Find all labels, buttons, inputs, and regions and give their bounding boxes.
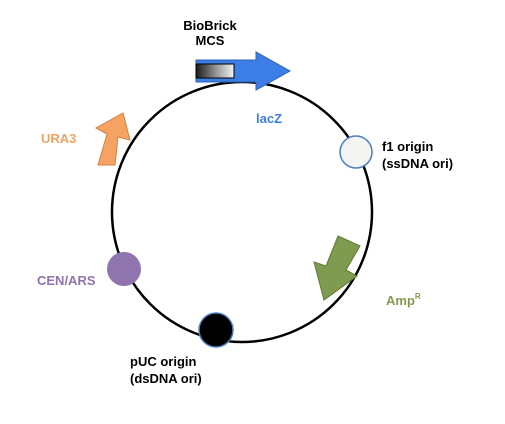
cen-ars-marker — [107, 252, 141, 286]
f1-origin-marker — [339, 135, 373, 169]
ampr-label-main: Amp — [386, 293, 415, 308]
puc-origin-label-line2: (dsDNA ori) — [130, 371, 202, 386]
mcs-label-line2: MCS — [196, 33, 225, 48]
puc-origin-label-line1: pUC origin — [130, 354, 196, 369]
mcs-label-line1: BioBrick — [183, 18, 237, 33]
ampr-label-superscript: R — [415, 292, 421, 301]
f1-origin-label-line1: f1 origin — [382, 139, 433, 154]
puc-origin-marker — [198, 312, 234, 348]
cen-ars-label: CEN/ARS — [37, 273, 96, 288]
plasmid-backbone — [110, 80, 374, 344]
f1-origin-label-line2: (ssDNA ori) — [382, 156, 453, 171]
ura3-label: URA3 — [41, 131, 76, 146]
ampr-arrow — [313, 235, 361, 301]
lacz-arrow — [195, 51, 292, 91]
lacz-label: lacZ — [256, 111, 282, 126]
ura3-arrow-shape — [94, 112, 131, 166]
ampr-label: AmpR — [386, 292, 421, 308]
biobrick-mcs-box — [195, 63, 235, 79]
